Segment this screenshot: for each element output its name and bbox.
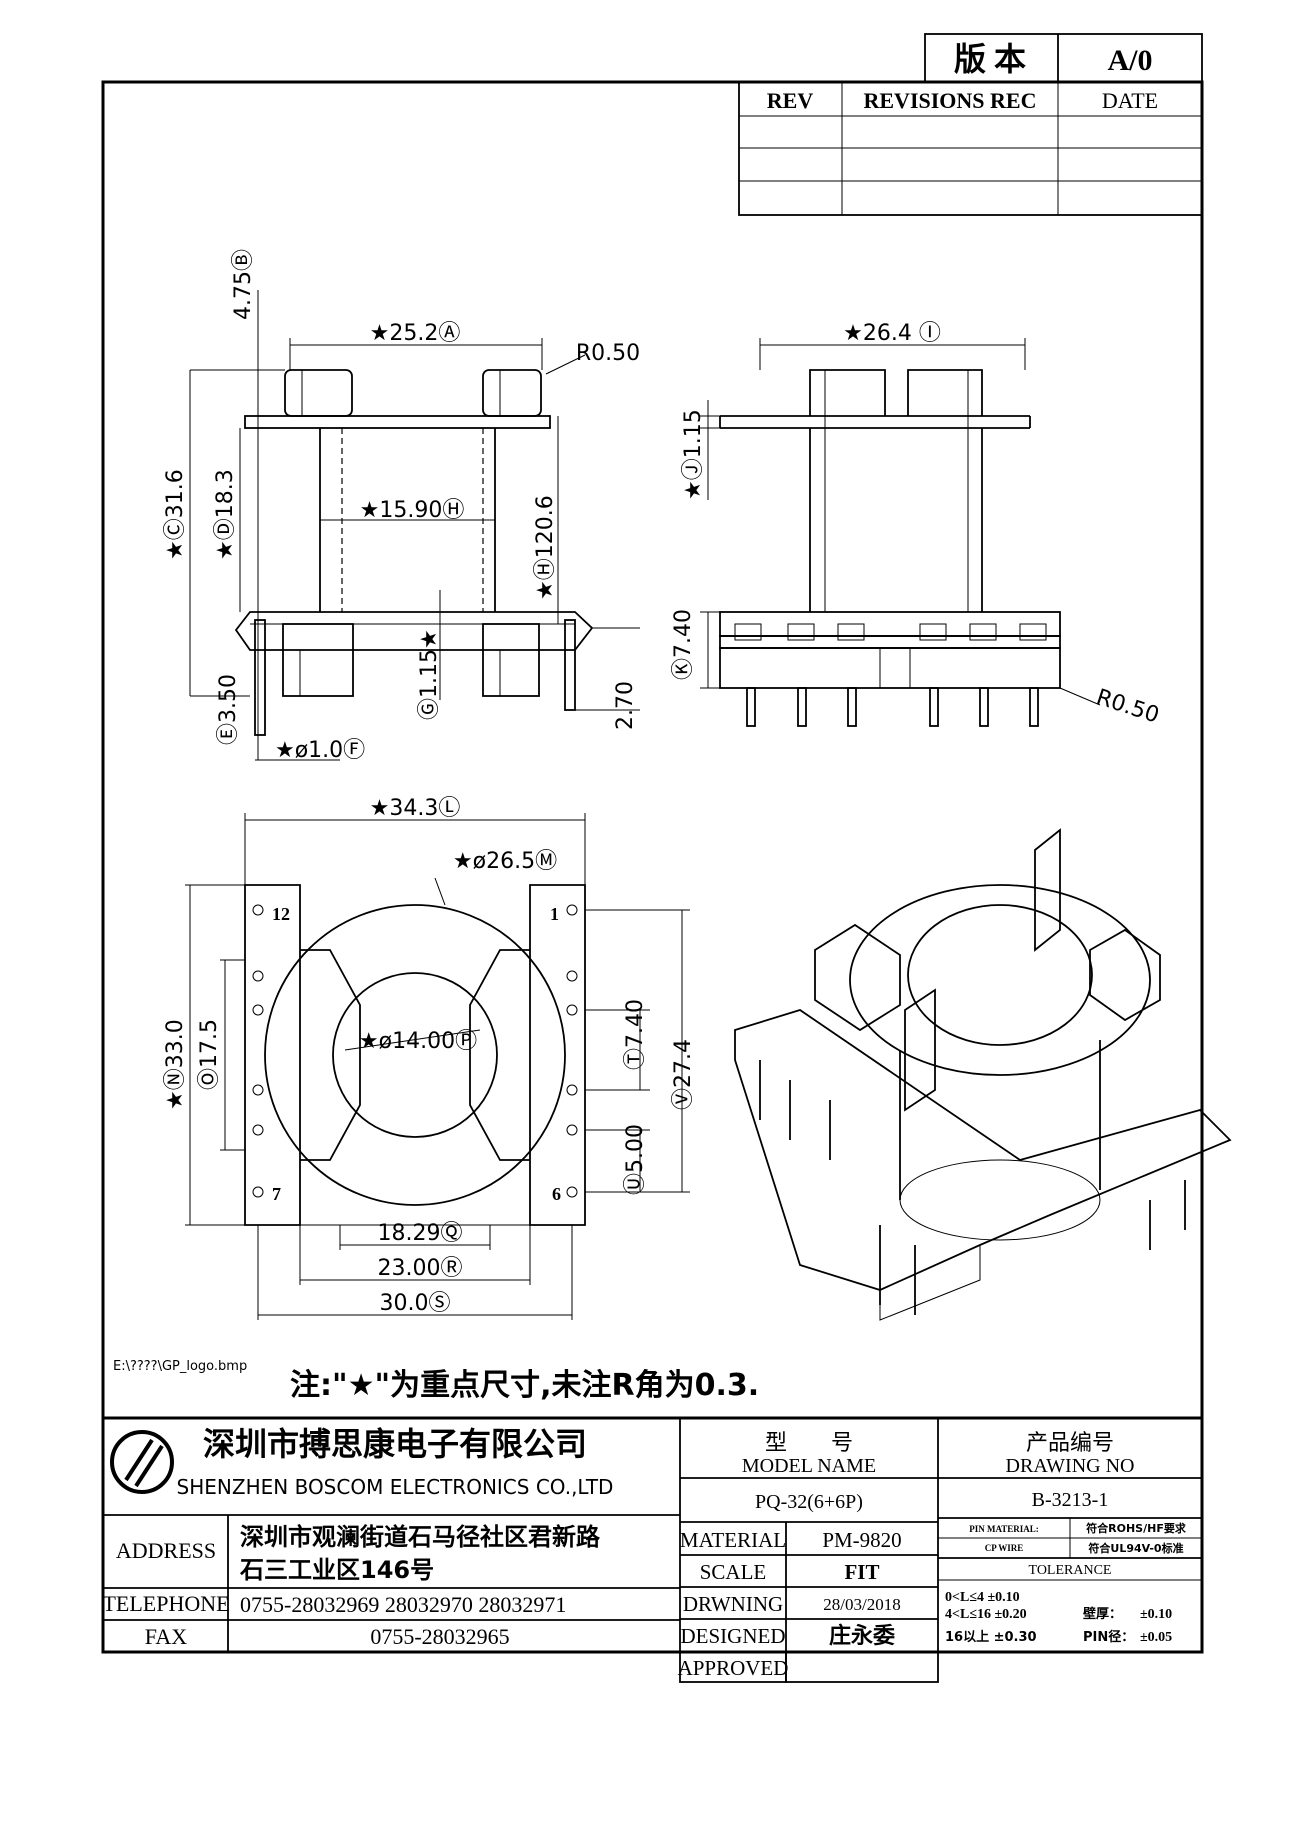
dim-M: ★ø26.5Ⓜ (453, 849, 557, 874)
dim-R: 23.00Ⓡ (378, 1256, 463, 1281)
dim-G: Ⓖ1.15★ (417, 629, 442, 720)
dim-E: Ⓔ3.50 (216, 674, 241, 745)
side-view: ★26.4 Ⓘ ★Ⓙ1.15 Ⓚ7.40 R0.50 (671, 321, 1162, 729)
logo-path: E:\????\GP_logo.bmp (113, 1359, 247, 1374)
date-header: DATE (1102, 88, 1158, 113)
dim-B: 4.75Ⓑ (231, 249, 256, 320)
address-line1: 深圳市观澜街道石马径社区君新路 (240, 1523, 601, 1551)
drawing-no-value: B-3213-1 (1032, 1489, 1109, 1511)
dim-R2: R0.50 (1093, 685, 1162, 729)
dim-R1: R0.50 (576, 341, 640, 366)
pin-dia-value: ±0.05 (1140, 1630, 1172, 1645)
dim-P: ★ø14.00Ⓟ (359, 1029, 477, 1054)
sheet-border (101, 80, 1204, 1654)
address-label: ADDRESS (116, 1538, 216, 1563)
pin-label-12: 12 (272, 904, 290, 924)
scale-value: FIT (844, 1560, 879, 1584)
dim-Q: 18.29Ⓠ (378, 1221, 463, 1246)
telephone-label: TELEPHONE (102, 1591, 229, 1616)
dim-H: ★15.90Ⓗ (360, 498, 465, 523)
drawing-date: 28/03/2018 (823, 1595, 900, 1614)
dim-H1: ★Ⓗ120.6 (533, 495, 558, 600)
dim-C: ★Ⓒ31.6 (163, 469, 188, 560)
fax-value: 0755-28032965 (370, 1624, 509, 1649)
pin-label-1: 1 (550, 904, 559, 924)
dim-A: ★25.2Ⓐ (370, 321, 461, 346)
dim-F: ★ø1.0Ⓕ (275, 738, 365, 763)
scale-label: SCALE (700, 1560, 767, 1584)
drawing-no-cn: 产品编号 (1026, 1431, 1114, 1456)
tolerance-row1: 0<L≤4 ±0.10 (945, 1590, 1020, 1605)
model-name-value: PQ-32(6+6P) (755, 1491, 863, 1513)
isometric-view (734, 828, 1232, 1321)
dim-S: 30.0Ⓢ (380, 1291, 451, 1316)
dim-V: Ⓥ27.4 (671, 1039, 696, 1110)
revisions-rec-header: REVISIONS REC (864, 88, 1037, 113)
rev-header: REV (767, 88, 814, 113)
drawing-no-en: DRAWING NO (1006, 1455, 1135, 1477)
dim-270: 2.70 (613, 681, 638, 730)
pin-label-7: 7 (272, 1184, 281, 1204)
front-view: ★25.2Ⓐ R0.50 ★15.90Ⓗ 4.75Ⓑ ★Ⓒ31.6 ★Ⓓ18.3… (163, 249, 640, 763)
dim-I: ★26.4 Ⓘ (843, 321, 941, 346)
pin-material-value: CP WIRE (985, 1543, 1024, 1553)
company-logo (110, 1430, 174, 1494)
drawing-label: DRWNING (683, 1592, 783, 1616)
top-view: ★34.3Ⓛ ★ø26.5Ⓜ ★ø14.00Ⓟ ★Ⓝ33.0 Ⓞ17.5 Ⓣ7.… (163, 796, 696, 1320)
approved-label: APPROVED (678, 1656, 789, 1680)
designed-value: 庄永委 (829, 1623, 895, 1649)
model-name-en: MODEL NAME (742, 1455, 876, 1477)
rohs-value: 符合ROHS/HF要求 (1086, 1521, 1187, 1535)
revision-table: REV REVISIONS REC DATE (738, 81, 1203, 216)
wall-value: ±0.10 (1140, 1607, 1172, 1622)
dim-J: ★Ⓙ1.15 (681, 409, 706, 500)
dim-D: ★Ⓓ18.3 (213, 469, 238, 560)
tolerance-label: TOLERANCE (1029, 1563, 1112, 1578)
material-value: PM-9820 (822, 1528, 901, 1552)
version-label: 版 本 (954, 41, 1026, 77)
wall-label: 壁厚： (1083, 1606, 1122, 1622)
pin-dia-label: PIN径： (1083, 1629, 1134, 1645)
dim-O: Ⓞ17.5 (197, 1019, 222, 1090)
pin-material-label: PIN MATERIAL: (969, 1524, 1039, 1534)
dim-T: Ⓣ7.40 (623, 999, 648, 1070)
address-line2: 石三工业区146号 (239, 1556, 434, 1584)
pin-label-6: 6 (552, 1184, 561, 1204)
ul-value: 符合UL94V-0标准 (1088, 1541, 1183, 1555)
company-name-en: SHENZHEN BOSCOM ELECTRONICS CO.,LTD (177, 1475, 614, 1499)
model-name-cn: 型 号 (765, 1431, 853, 1456)
version-value: A/0 (1108, 44, 1153, 77)
fax-label: FAX (145, 1624, 187, 1649)
material-label: MATERIAL (680, 1528, 786, 1552)
version-box: 版 本 A/0 (924, 33, 1203, 83)
designed-label: DESIGNED (681, 1624, 786, 1648)
drawing-note: 注:"★"为重点尺寸,未注R角为0.3. (290, 1368, 759, 1403)
dim-L: ★34.3Ⓛ (370, 796, 461, 821)
dim-U: Ⓤ5.00 (623, 1124, 648, 1195)
company-name-cn: 深圳市搏思康电子有限公司 (203, 1425, 587, 1463)
title-block: 深圳市搏思康电子有限公司 SHENZHEN BOSCOM ELECTRONICS… (102, 1416, 1202, 1652)
dim-N: ★Ⓝ33.0 (163, 1019, 188, 1110)
tolerance-row3: 16以上 ±0.30 (945, 1630, 1037, 1645)
tolerance-row2: 4<L≤16 ±0.20 (945, 1607, 1027, 1622)
dim-K: Ⓚ7.40 (671, 609, 696, 680)
telephone-value: 0755-28032969 28032970 28032971 (240, 1592, 566, 1617)
